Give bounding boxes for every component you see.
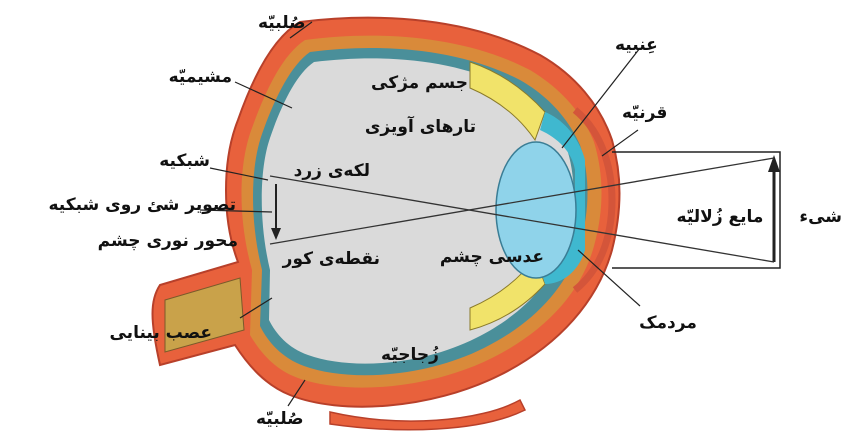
label-aqueous-humor: مایع زُلالیّه [677, 207, 764, 227]
label-optical-axis: محور نوری چشم [98, 231, 238, 251]
label-pupil: مردمک [639, 313, 697, 333]
label-object: شیء [799, 207, 842, 227]
label-image-on-retina: تصویر شئ روی شبکیه [48, 195, 236, 215]
label-suspensory-fibers: تارهای آویزی [365, 115, 476, 137]
label-ciliary-body: جسم مژکی [371, 73, 468, 93]
label-choroid: مشیمیّه [169, 67, 232, 87]
label-lens: عدسی چشم [440, 247, 544, 267]
label-blind-spot: نقطه‌ی کور [282, 249, 380, 269]
label-macula: لکه‌ی زرد [294, 161, 370, 181]
label-retina: شبکیه [159, 151, 210, 171]
label-sclera-bottom: صُلبیّه [256, 409, 304, 429]
label-iris: عِنبیه [615, 35, 658, 55]
label-vitreous: زُجاجیّه [381, 345, 439, 365]
label-sclera-top: صُلبیّه [258, 13, 306, 33]
label-optic-nerve: عصب بینایی [109, 323, 212, 343]
label-cornea: قرنیّه [622, 103, 667, 123]
